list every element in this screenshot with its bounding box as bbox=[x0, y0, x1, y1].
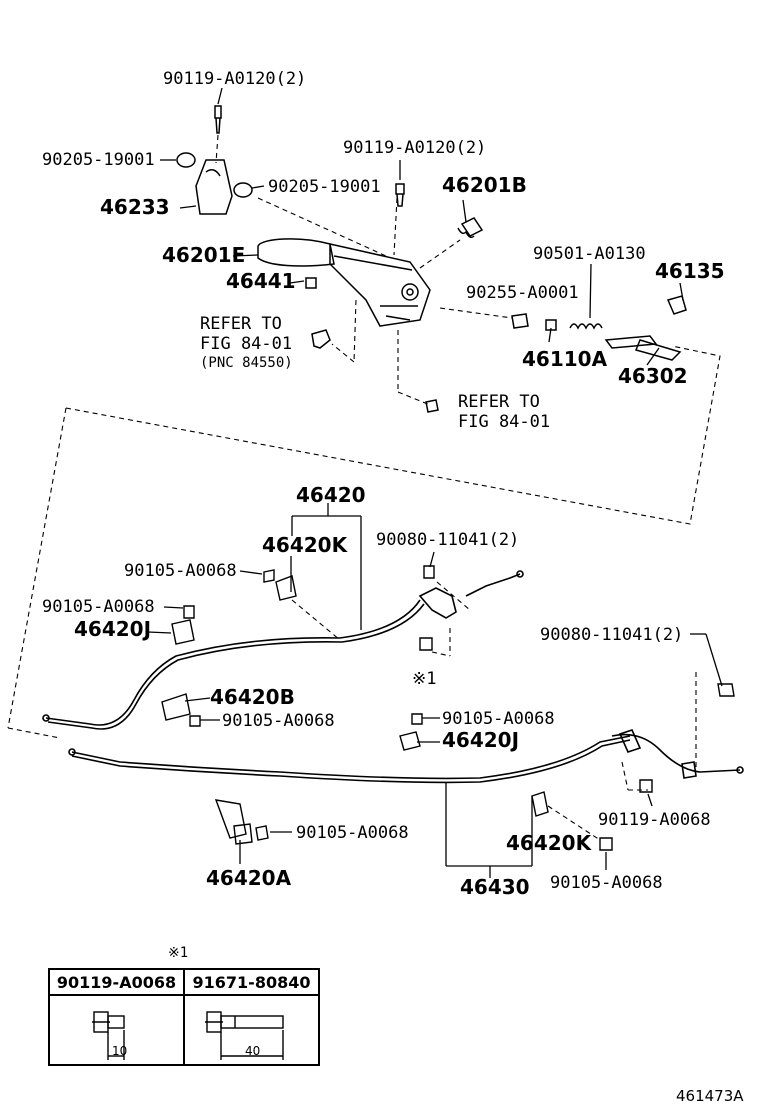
label-46110a: 46110A bbox=[522, 347, 608, 371]
label-note-x1: ※1 bbox=[412, 669, 437, 689]
refer-note-bottom-line1: REFER TO bbox=[458, 392, 540, 412]
label-90105-a0068-a: 90105-A0068 bbox=[124, 561, 237, 581]
label-90080-11041-top: 90080-11041(2) bbox=[376, 530, 520, 550]
label-46441: 46441 bbox=[226, 269, 296, 293]
label-46302: 46302 bbox=[618, 364, 688, 388]
label-90105-a0068-d: 90105-A0068 bbox=[442, 709, 555, 729]
label-90105-a0068-b: 90105-A0068 bbox=[42, 597, 155, 617]
label-90205-19001-left: 90205-19001 bbox=[42, 150, 155, 170]
label-90119-a0120-mid: 90119-A0120(2) bbox=[343, 138, 487, 158]
label-90255-a0001: 90255-A0001 bbox=[466, 283, 579, 303]
label-46420a: 46420A bbox=[206, 866, 292, 890]
refer-note-left-line1: REFER TO bbox=[200, 314, 282, 334]
bolt-icon bbox=[92, 1011, 125, 1060]
label-90119-a0068: 90119-A0068 bbox=[598, 810, 711, 830]
legend-part-1: 90119-A0068 bbox=[50, 970, 183, 996]
label-46430: 46430 bbox=[460, 875, 530, 899]
figure-id: 461473A bbox=[676, 1087, 744, 1105]
label-90105-a0068-f: 90105-A0068 bbox=[550, 873, 663, 893]
label-90105-a0068-c: 90105-A0068 bbox=[222, 711, 335, 731]
label-90105-a0068-e: 90105-A0068 bbox=[296, 823, 409, 843]
legend-mark: ※1 bbox=[168, 945, 189, 961]
refer-note-left-line3: (PNC 84550) bbox=[200, 355, 293, 371]
label-46420j-right: 46420J bbox=[442, 728, 520, 752]
label-90501-a0130: 90501-A0130 bbox=[533, 244, 646, 264]
legend-part-2: 91671-80840 bbox=[185, 970, 318, 996]
label-46201e: 46201E bbox=[162, 243, 246, 267]
label-90205-19001-right: 90205-19001 bbox=[268, 177, 381, 197]
label-46233: 46233 bbox=[100, 195, 170, 219]
legend-cell-2: 91671-80840 40 bbox=[183, 970, 318, 1064]
label-90119-a0120-top: 90119-A0120(2) bbox=[163, 69, 307, 89]
label-46420: 46420 bbox=[296, 483, 366, 507]
label-46420b: 46420B bbox=[210, 685, 295, 709]
label-90080-11041-right: 90080-11041(2) bbox=[540, 625, 684, 645]
legend-length-2: 40 bbox=[245, 1044, 261, 1058]
label-46135: 46135 bbox=[655, 259, 725, 283]
label-46420j-left: 46420J bbox=[74, 617, 152, 641]
legend-table: 90119-A0068 10 91671-80840 bbox=[48, 968, 320, 1066]
refer-note-bottom-line2: FIG 84-01 bbox=[458, 412, 551, 432]
refer-note-left: REFER TO FIG 84-01 (PNC 84550) bbox=[200, 314, 293, 372]
label-46201b: 46201B bbox=[442, 173, 527, 197]
bolt-icon bbox=[205, 1011, 284, 1060]
label-46420k-top: 46420K bbox=[262, 533, 348, 557]
refer-note-bottom: REFER TO FIG 84-01 bbox=[458, 392, 550, 432]
legend-cell-1: 90119-A0068 10 bbox=[50, 970, 183, 1064]
label-46420k-bottom: 46420K bbox=[506, 831, 592, 855]
legend-length-1: 10 bbox=[112, 1044, 128, 1058]
refer-note-left-line2: FIG 84-01 bbox=[200, 334, 293, 354]
